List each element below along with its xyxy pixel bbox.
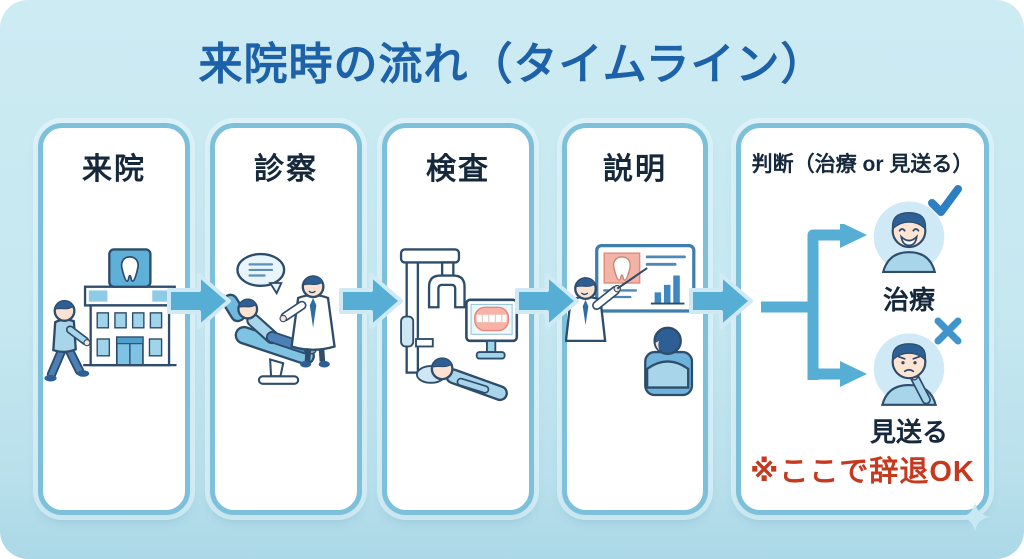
step-card-decision: 判断（治療 or 見送る） 治療: [736, 123, 989, 515]
dentist-consult-illustration: [222, 252, 336, 385]
branch-arrowhead-top: [840, 224, 867, 248]
xray-machine-icon: [399, 248, 466, 374]
listening-patient-icon: [644, 326, 694, 397]
results-monitor-icon: [595, 244, 696, 313]
step-label-testing: 検査: [426, 153, 490, 186]
branch-arrowhead-bottom: [840, 361, 867, 387]
option-postpone: 見送る: [853, 316, 965, 449]
bar-chart-icon: [654, 292, 662, 304]
flow-arrow-3: [515, 273, 579, 329]
check-icon: [928, 185, 962, 216]
flow-arrow-4: [689, 273, 753, 329]
smiling-patient-avatar: [873, 201, 945, 274]
sparkle-icon: [960, 502, 990, 532]
doctor-explaining-illustration: [565, 244, 696, 397]
worried-patient-avatar: [873, 333, 945, 406]
tooth-icon: [120, 256, 139, 282]
clinic-arrival-illustration: [44, 248, 177, 382]
walking-patient-icon: [44, 300, 91, 382]
flow-arrow-2: [339, 273, 403, 329]
clinic-building-icon: [83, 248, 177, 367]
step-card-examination: 診察: [210, 123, 362, 515]
step-card-explanation: 説明: [562, 123, 708, 515]
cross-icon: [934, 317, 962, 345]
step-card-arrival: 来院: [38, 123, 190, 515]
step-label-explanation: 説明: [603, 153, 667, 186]
pointer-stick-icon: [616, 267, 648, 290]
speech-bubble-icon: [236, 252, 286, 296]
dental-chair-icon: [222, 293, 315, 385]
decline-ok-note: ※ここで辞退OK: [750, 456, 975, 488]
teeth-monitor-icon: [465, 298, 519, 360]
decision-branch-arrows: [761, 224, 867, 387]
lying-patient-icon: [416, 357, 508, 402]
step-card-testing: 検査: [382, 123, 534, 515]
page-title: 来院時の流れ（タイムライン）: [198, 40, 826, 89]
doctor-icon: [279, 275, 336, 368]
option-label-treatment: 治療: [882, 285, 935, 315]
tooth-icon: [612, 256, 631, 281]
step-label-examination: 診察: [254, 153, 318, 186]
step-label-arrival: 来院: [82, 153, 146, 186]
xray-scan-illustration: [399, 248, 519, 402]
option-treatment: 治療: [853, 184, 965, 317]
flow-arrow-1: [167, 273, 231, 329]
option-label-postpone: 見送る: [869, 417, 948, 447]
step-label-decision: 判断（治療 or 見送る）: [751, 153, 974, 176]
